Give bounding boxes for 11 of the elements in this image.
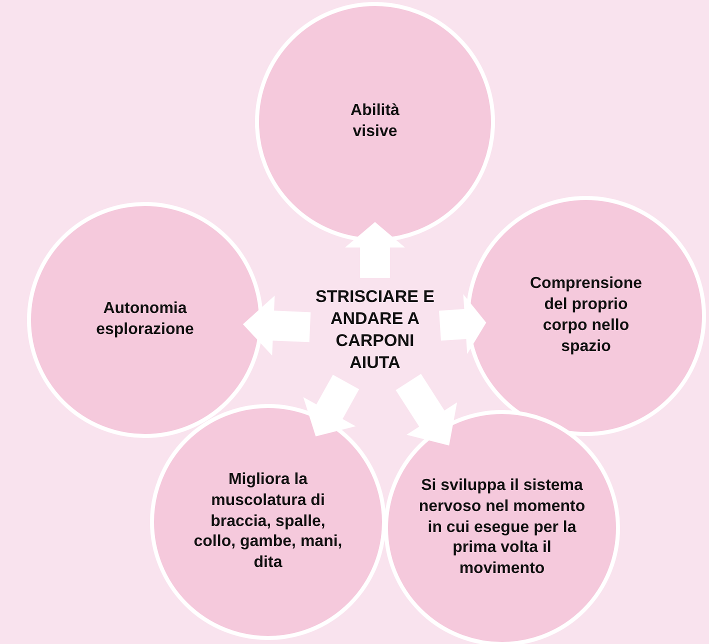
block-arrow bbox=[303, 374, 360, 436]
block-arrow bbox=[396, 374, 458, 446]
central-heading: STRISCIARE E ANDARE A CARPONI AIUTA bbox=[314, 286, 436, 374]
block-arrow bbox=[439, 294, 486, 354]
topic-text: Si sviluppa il sistema nervoso nel momento in cui esegue per la prima volta il movimento bbox=[418, 476, 586, 580]
block-arrow bbox=[345, 222, 405, 278]
topic-text: Abilità visive bbox=[350, 101, 400, 142]
topic-text: Migliora la muscolatura di braccia, spalle, collo, gambe, mani, dita bbox=[193, 470, 343, 574]
topic-text: Comprensione del proprio corpo nello spazio bbox=[528, 274, 643, 357]
topic-text: Autonomia esplorazione bbox=[95, 299, 195, 340]
block-arrow bbox=[242, 296, 311, 356]
